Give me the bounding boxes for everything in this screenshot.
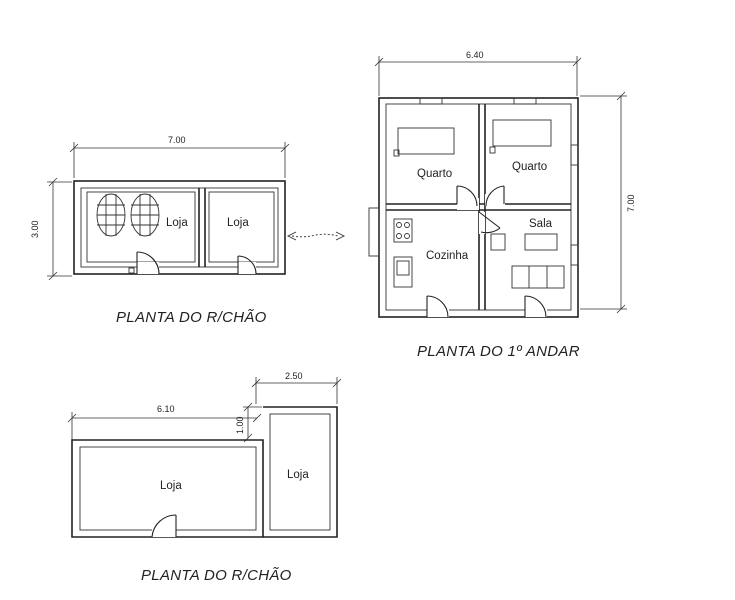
room-label: Loja (166, 217, 188, 229)
room-label: Sala (529, 218, 553, 230)
door-icon (485, 185, 505, 207)
dimension-label-height: 7.00 (626, 194, 636, 212)
door-icon (426, 295, 449, 318)
inner-wall-line (80, 187, 279, 268)
dimension-label-width: 7.00 (168, 135, 186, 145)
door-icon (151, 514, 177, 538)
stove-icon (393, 218, 413, 243)
barrel-icon (96, 193, 126, 237)
connector-arrow-icon (286, 231, 346, 241)
table-icon (524, 233, 558, 251)
plan-title: PLANTA DO R/CHÃO (116, 309, 267, 326)
door-icon (237, 255, 257, 275)
room-label: Cozinha (426, 250, 469, 262)
plan-rc-top: 7.00 3.00 (30, 135, 290, 326)
dimension-width: 6.10 (67, 404, 262, 440)
dimension-label-side: 2.50 (285, 371, 303, 381)
bed-icon (393, 127, 455, 157)
dimension-label-height: 3.00 (30, 220, 40, 238)
room-label: Loja (227, 217, 249, 229)
dimension-width: 7.00 (69, 135, 290, 178)
outer-wall (378, 97, 579, 318)
dimension-label-width: 6.10 (157, 404, 175, 414)
dimension-width: 6.40 (374, 50, 582, 96)
door-icon (524, 295, 547, 318)
plan-first-floor: 6.40 7.00 (368, 50, 636, 360)
outer-wall (263, 406, 338, 538)
room-label: Loja (287, 469, 309, 481)
sofa-icon (511, 265, 565, 289)
outer-wall (73, 180, 286, 275)
bed-icon (489, 119, 552, 154)
dimension-height: 3.00 (30, 177, 72, 281)
sink-icon (393, 256, 413, 288)
dimension-label-small: 1.00 (235, 416, 245, 434)
plan-rc-bottom: 6.10 1.00 2.50 Loja (67, 371, 342, 584)
door-icon (478, 211, 501, 234)
plan-title: PLANTA DO R/CHÃO (141, 567, 292, 584)
room-label: Quarto (417, 168, 452, 180)
door-icon (456, 185, 479, 210)
room-label: Loja (160, 480, 182, 492)
barrel-icon (130, 193, 160, 237)
door-icon (136, 251, 160, 275)
room-label: Quarto (512, 161, 547, 173)
dimension-small: 1.00 (235, 402, 262, 443)
plan-title: PLANTA DO 1º ANDAR (417, 343, 580, 360)
dimension-side: 2.50 (251, 371, 342, 404)
dimension-height: 7.00 (580, 91, 636, 314)
dimension-label-width: 6.40 (466, 50, 484, 60)
chair-icon (490, 233, 506, 251)
